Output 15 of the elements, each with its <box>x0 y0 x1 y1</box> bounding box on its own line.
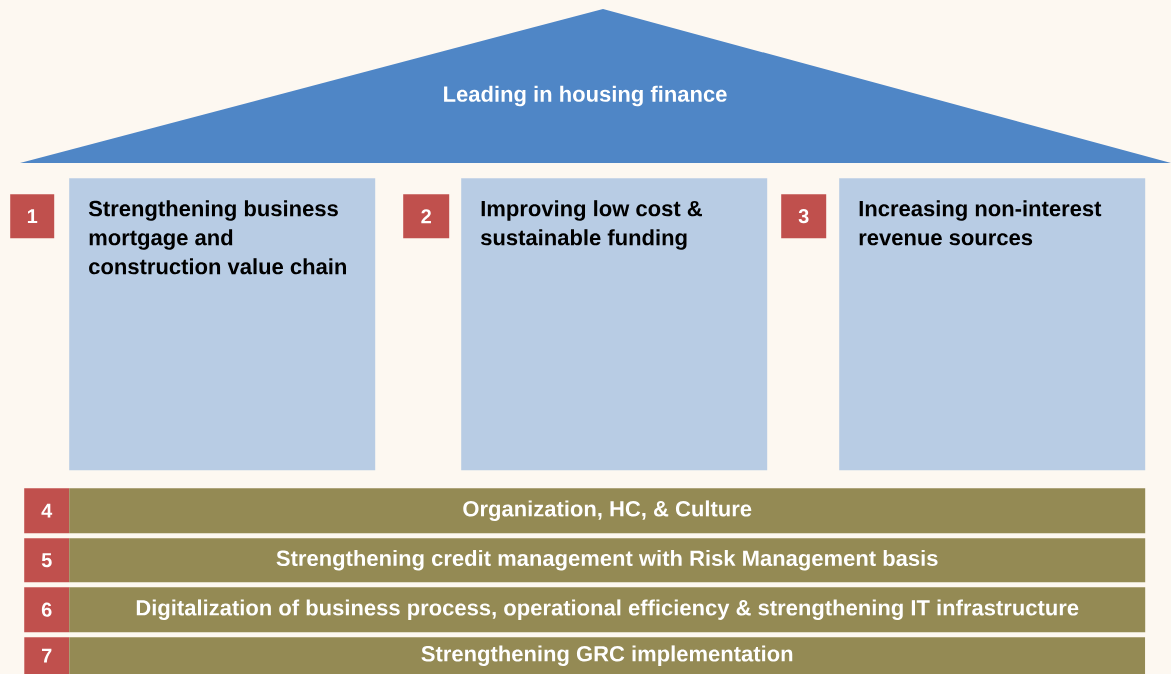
roof-triangle: Leading in housing finance <box>20 9 1171 163</box>
band-bar: Digitalization of business process, operational efficiency & strengthening IT infrastructure <box>69 587 1146 633</box>
pillar-box: Increasing non-interest revenue sources <box>839 178 1146 471</box>
number-badge: 7 <box>24 637 70 674</box>
number-badge: 3 <box>781 194 827 239</box>
number-badge: 6 <box>24 587 70 633</box>
band-bar: Strengthening GRC implementation <box>69 637 1146 674</box>
pillar-box: Improving low cost & sustainable funding <box>461 178 768 471</box>
pillar-box: Strengthening business mortgage and construction value chain <box>69 178 376 471</box>
number-badge: 5 <box>24 538 70 583</box>
number-badge: 2 <box>403 194 450 239</box>
band-bar: Organization, HC, & Culture <box>69 488 1146 534</box>
number-badge: 4 <box>24 488 70 534</box>
band-bar: Strengthening credit management with Risk Management basis <box>69 538 1146 583</box>
number-badge: 1 <box>10 194 55 239</box>
